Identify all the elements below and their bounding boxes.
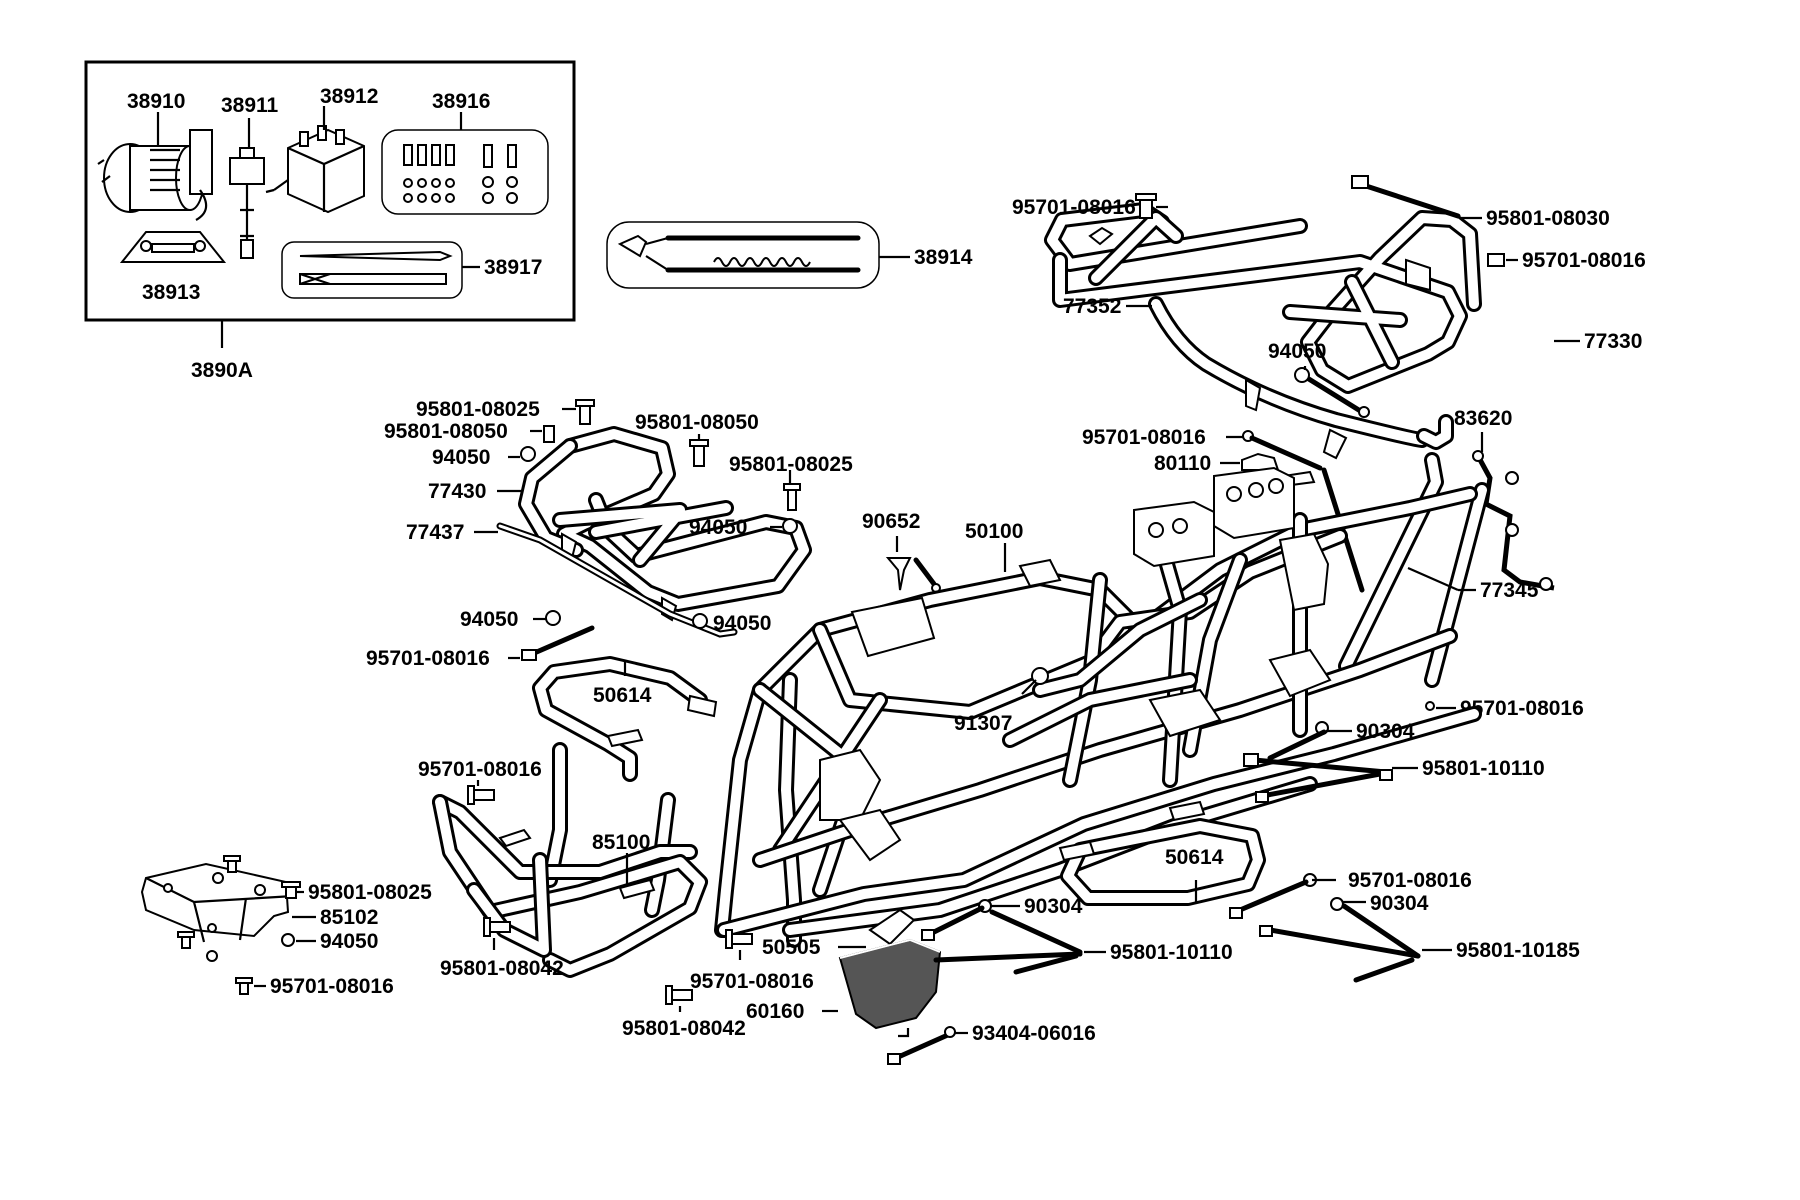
label-77352: 77352 <box>1063 295 1121 318</box>
label-90304-c: 90304 <box>1370 892 1429 915</box>
hardware-set-outline <box>381 129 549 215</box>
winch-plate-illustration <box>140 855 301 995</box>
label-38914: 38914 <box>914 246 973 269</box>
label-50614-b: 50614 <box>1165 846 1224 869</box>
label-95701-08016-c: 95701-08016 <box>1082 426 1206 449</box>
label-94050-e: 94050 <box>713 612 771 635</box>
label-90652: 90652 <box>862 510 920 533</box>
rear-footrest-bracket <box>1058 800 1266 906</box>
label-38916: 38916 <box>432 90 490 113</box>
relay-illustration <box>265 125 365 214</box>
label-93404-06016: 93404-06016 <box>972 1022 1096 1045</box>
strap-outline <box>281 241 463 299</box>
label-38910: 38910 <box>127 90 185 113</box>
label-95801-08025-b: 95801-08025 <box>729 453 853 476</box>
label-77437: 77437 <box>406 521 464 544</box>
label-50100: 50100 <box>965 520 1023 543</box>
label-95701-08016-a: 95701-08016 <box>1012 196 1136 219</box>
cable-assembly-outline <box>606 221 880 289</box>
label-38913: 38913 <box>142 281 200 304</box>
label-95801-08042-b: 95801-08042 <box>622 1017 746 1040</box>
label-95801-10110-a: 95801-10110 <box>1422 757 1545 780</box>
winch-kit-group: 3890A 38910 38911 <box>84 60 576 382</box>
label-94050-d: 94050 <box>460 608 518 631</box>
winch-motor-illustration <box>97 129 213 221</box>
label-95701-08016-g: 95701-08016 <box>270 975 394 998</box>
hardware-set-illustration <box>403 144 518 204</box>
label-60160: 60160 <box>746 1000 804 1023</box>
label-90304-b: 90304 <box>1024 895 1083 918</box>
skid-plate-illustration <box>838 908 956 1065</box>
label-95801-08030: 95801-08030 <box>1486 207 1610 230</box>
label-95701-08016-d: 95701-08016 <box>366 647 490 670</box>
winch-kit-box <box>84 60 576 322</box>
label-95801-08050-a: 95801-08050 <box>384 420 508 443</box>
label-95801-08025-c: 95801-08025 <box>308 881 432 904</box>
label-94050-c: 94050 <box>689 516 747 539</box>
rear-long-bolts <box>921 721 1421 983</box>
label-90304-a: 90304 <box>1356 720 1415 743</box>
front-rack-illustration <box>518 426 812 622</box>
label-94050-f: 94050 <box>320 930 378 953</box>
rear-rack-bolts <box>1135 175 1505 418</box>
label-38917: 38917 <box>484 256 542 279</box>
rear-stay-illustration <box>1338 450 1555 711</box>
label-50505: 50505 <box>762 936 821 959</box>
label-83620: 83620 <box>1454 407 1512 430</box>
label-85100: 85100 <box>592 831 650 854</box>
rear-rack-illustration <box>1044 202 1482 394</box>
front-bumper-illustration <box>432 742 708 978</box>
label-38911: 38911 <box>221 94 279 117</box>
rear-support-illustration <box>1148 296 1454 460</box>
winch-mount-plate-illustration <box>119 231 227 263</box>
label-50614-a: 50614 <box>593 684 652 707</box>
label-95701-08016-b: 95701-08016 <box>1522 249 1646 272</box>
label-94050-b: 94050 <box>432 446 490 469</box>
front-left-hardware <box>521 610 708 661</box>
front-footrest-bracket <box>532 656 718 782</box>
label-95801-08050-b: 95801-08050 <box>635 411 759 434</box>
front-brace-illustration <box>496 522 738 638</box>
label-91307: 91307 <box>954 712 1012 735</box>
strap-illustration <box>299 250 453 286</box>
label-3890A: 3890A <box>191 359 253 382</box>
label-95701-08016-h: 95701-08016 <box>1348 869 1472 892</box>
label-38912: 38912 <box>320 85 378 108</box>
label-95801-08025-a: 95801-08025 <box>416 398 540 421</box>
main-frame-illustration <box>714 466 1482 948</box>
label-80110: 80110 <box>1154 452 1211 475</box>
cable-assembly-illustration <box>617 234 861 273</box>
rivet-illustration <box>885 557 941 593</box>
label-95801-10185: 95801-10185 <box>1456 939 1580 962</box>
label-77330: 77330 <box>1584 330 1642 353</box>
front-rack-bolts <box>520 399 801 534</box>
label-95701-08016-e: 95701-08016 <box>418 758 542 781</box>
bumper-bolts <box>467 785 753 1005</box>
control-switch-illustration <box>229 147 265 259</box>
label-95801-10110-b: 95801-10110 <box>1110 941 1233 964</box>
label-85102: 85102 <box>320 906 378 929</box>
label-95701-08016-i: 95701-08016 <box>690 970 814 993</box>
label-95701-08016-j: 95701-08016 <box>1460 697 1584 720</box>
label-95801-08042-a: 95801-08042 <box>440 957 564 980</box>
label-77430: 77430 <box>428 480 486 503</box>
label-94050-a: 94050 <box>1268 340 1326 363</box>
label-77345: 77345 <box>1480 579 1539 602</box>
